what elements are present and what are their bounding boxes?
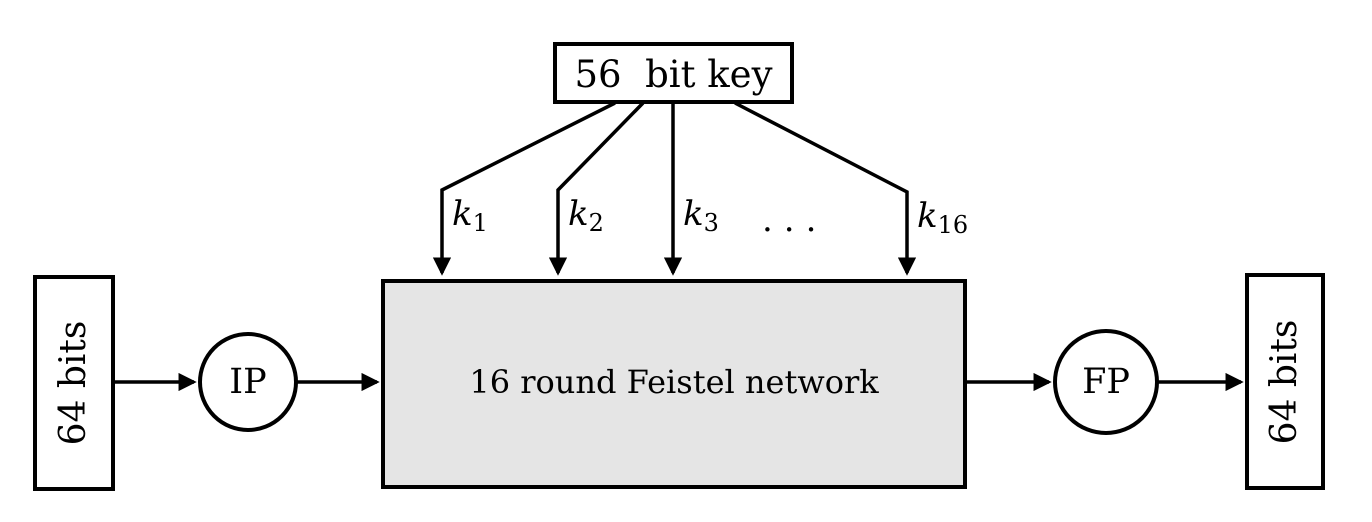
input-bits-box bbox=[33, 275, 115, 491]
input-bits-label: 64 bits bbox=[53, 320, 94, 446]
round-key-k2-base: k bbox=[568, 194, 589, 234]
round-key-k16-sub: 16 bbox=[937, 211, 969, 239]
round-key-label-k2: k2 bbox=[568, 194, 604, 235]
feistel-network-box bbox=[381, 279, 967, 489]
ip-node-label: IP bbox=[229, 361, 267, 402]
round-key-label-k1: k1 bbox=[452, 194, 488, 235]
key-box bbox=[553, 42, 794, 104]
round-key-arrow-k1 bbox=[432, 101, 616, 276]
round-key-arrow-k16 bbox=[734, 101, 917, 276]
round-key-k16-base: k bbox=[917, 196, 938, 236]
round-key-k1-base: k bbox=[452, 194, 473, 234]
key-box-label: 56 bit key bbox=[574, 52, 773, 96]
round-key-k2-sub: 2 bbox=[588, 209, 604, 237]
round-key-label-k3: k3 bbox=[683, 194, 719, 235]
round-key-k3-sub: 3 bbox=[703, 209, 719, 237]
feistel-network-label: 16 round Feistel network bbox=[469, 363, 879, 401]
round-key-k3-base: k bbox=[683, 194, 704, 234]
output-bits-label: 64 bits bbox=[1264, 319, 1305, 445]
round-key-k1-sub: 1 bbox=[472, 209, 488, 237]
fp-node-label: FP bbox=[1082, 361, 1130, 402]
round-keys-ellipsis: ... bbox=[762, 200, 828, 240]
round-key-arrow-k2 bbox=[548, 101, 645, 276]
output-bits-box bbox=[1245, 273, 1325, 490]
round-key-label-k16: k16 bbox=[917, 196, 968, 237]
